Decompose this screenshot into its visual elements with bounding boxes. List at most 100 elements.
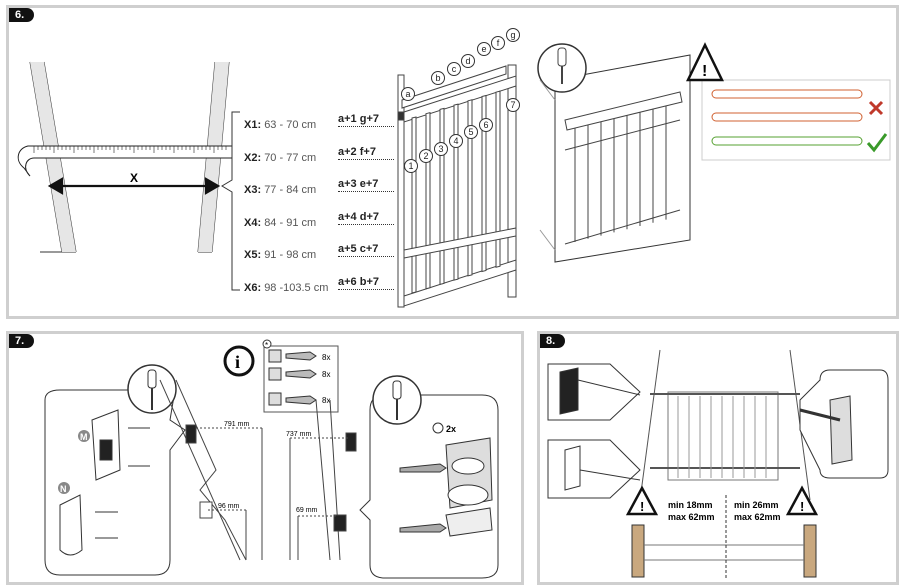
gate-bar	[495, 90, 501, 268]
svg-text:2x: 2x	[446, 424, 456, 434]
range-code: X3:	[244, 184, 262, 196]
warning-icon: !	[686, 42, 724, 82]
svg-text:!: !	[800, 499, 804, 514]
extension-combo: a+4 d+7	[338, 211, 394, 225]
width-label: X	[130, 171, 138, 185]
part-letter: d	[461, 54, 475, 68]
frame-section	[631, 495, 817, 578]
range-value: 70 - 77 cm	[264, 151, 317, 164]
label-n: N	[58, 482, 70, 494]
svg-text:min 18mm: min 18mm	[668, 500, 713, 510]
step-8-badge: 8.	[540, 334, 566, 348]
svg-text:N: N	[60, 484, 67, 494]
range-value: 63 - 70 cm	[264, 119, 317, 131]
range-row: X4: 84 - 91 cm	[244, 217, 394, 233]
part-letter: c	[447, 62, 461, 76]
installed-gate	[639, 349, 811, 501]
extension-b: g+7	[359, 113, 379, 125]
tube-check	[701, 79, 891, 161]
extension-a: a+5	[338, 243, 357, 255]
extension-b: b+7	[359, 275, 379, 288]
extension-combo: a+2 f+7	[338, 146, 394, 160]
range-row: X6: 98 -103.5 cm	[244, 282, 394, 298]
part-letter: a	[401, 87, 415, 101]
step-6-badge: 6.	[9, 8, 35, 22]
range-code: X4:	[244, 216, 262, 229]
range-row: X1: 63 - 70 cm	[244, 119, 394, 135]
svg-text:737 mm: 737 mm	[286, 431, 311, 438]
svg-text:791 mm: 791 mm	[224, 421, 249, 428]
range-value: 84 - 91 cm	[264, 216, 317, 229]
svg-text:max 62mm: max 62mm	[734, 512, 781, 522]
warning-icon-left: !	[625, 485, 659, 516]
bar-number: 5	[464, 125, 478, 139]
extension-b: c+7	[359, 243, 379, 255]
warning-icon-right: !	[785, 485, 819, 516]
extension-a: a+4	[338, 210, 357, 223]
part-letter: e	[477, 42, 491, 56]
step-7-badge: 7.	[9, 334, 35, 348]
svg-text:8x: 8x	[322, 353, 330, 362]
zoom-top-left	[547, 363, 641, 421]
extension-a: a+2	[338, 145, 357, 158]
range-row: X5: 91 - 98 cm	[244, 249, 394, 265]
bar-number: 3	[434, 142, 448, 156]
extension-combo: a+5 c+7	[338, 243, 394, 257]
label-m: M	[78, 430, 90, 442]
options-brace	[221, 111, 240, 291]
assembly-detail	[537, 43, 691, 263]
bar-number: 7	[506, 98, 520, 112]
svg-text:*: *	[265, 341, 268, 350]
part-letter: b	[431, 71, 445, 85]
info-icon: i	[223, 345, 255, 377]
bar-number: 4	[449, 134, 463, 148]
range-value: 91 - 98 cm	[264, 249, 317, 261]
extension-combo: a+1 g+7	[338, 113, 394, 127]
svg-text:!: !	[702, 63, 707, 80]
count-label: 2x	[432, 422, 456, 434]
range-code: X1:	[244, 119, 262, 131]
extension-a: a+6	[338, 275, 357, 288]
extension-combo: a+3 e+7	[338, 178, 394, 192]
bar-number: 6	[479, 118, 493, 132]
svg-text:max 62mm: max 62mm	[668, 512, 715, 522]
part-letter: f	[491, 36, 505, 50]
step-6-panel	[6, 5, 899, 319]
detail-callout	[539, 79, 556, 251]
gate-bar	[481, 94, 487, 273]
svg-text:69 mm: 69 mm	[296, 507, 318, 514]
extension-b: e+7	[359, 178, 379, 190]
range-code: X5:	[244, 249, 262, 261]
zoom-bottom-left	[547, 439, 641, 499]
extension-b: d+7	[359, 210, 379, 223]
extension-a: a+1	[338, 113, 357, 125]
gate-bar	[467, 99, 473, 277]
extension-pieces	[397, 65, 517, 259]
screw-box	[262, 339, 339, 413]
zoom-right	[799, 369, 889, 479]
range-code: X6:	[244, 281, 262, 294]
check-icon	[866, 133, 888, 153]
range-row: X3: 77 - 84 cm	[244, 184, 394, 200]
width-arrow	[47, 177, 221, 195]
range-value: 98 -103.5 cm	[264, 281, 329, 294]
svg-text:!: !	[640, 499, 644, 514]
bar-number: 2	[419, 149, 433, 163]
wall-diagram	[159, 379, 357, 561]
svg-text:96 mm: 96 mm	[218, 503, 240, 510]
range-value: 77 - 84 cm	[264, 184, 317, 196]
cross-icon	[868, 100, 884, 116]
gate-bar	[453, 103, 459, 281]
svg-text:i: i	[235, 352, 240, 372]
bar-number: 1	[404, 159, 418, 173]
range-code: X2:	[244, 151, 262, 164]
svg-text:min 26mm: min 26mm	[734, 500, 779, 510]
part-letter: g	[506, 28, 520, 42]
svg-text:8x: 8x	[322, 370, 330, 379]
extension-a: a+3	[338, 178, 357, 190]
gate-panel	[397, 64, 517, 308]
mount-detail-right	[359, 375, 499, 579]
